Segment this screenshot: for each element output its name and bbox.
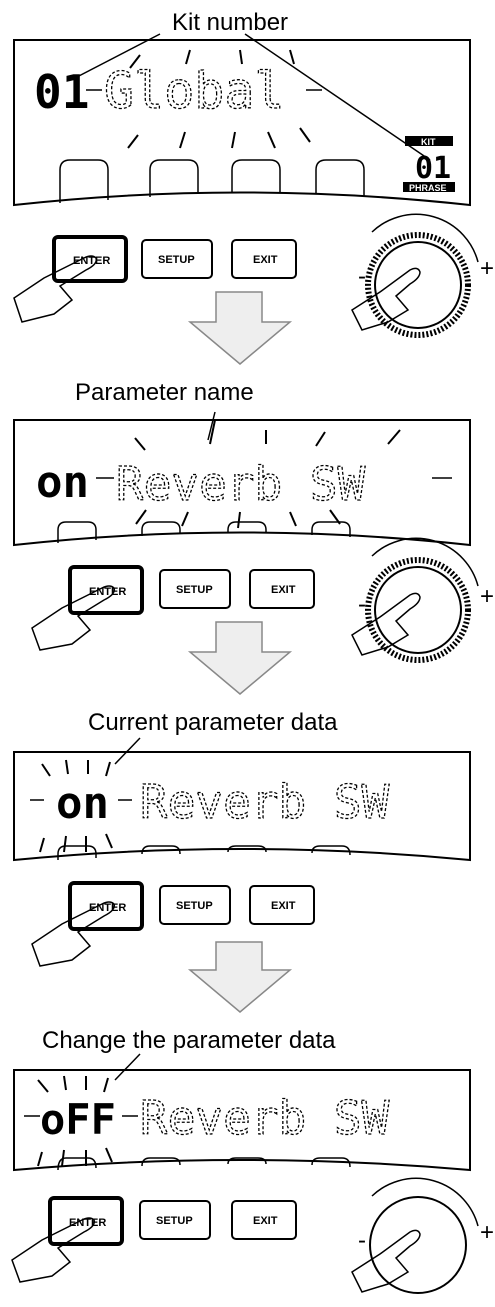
display-text-global: Global [104, 62, 285, 120]
enter-button-4[interactable] [48, 1196, 124, 1246]
display-text-reverb-sw-3: Reverb SW [140, 775, 390, 829]
display-value-off: oFF [40, 1095, 116, 1144]
down-arrow-icon-2 [187, 621, 293, 695]
lcd-display-3: on Reverb SW [13, 737, 471, 862]
down-arrow-icon-3 [187, 941, 293, 1013]
value-dial-icon[interactable] [351, 213, 479, 338]
hand-pointer-icon-2 [31, 585, 116, 651]
setup-button-label-4: SETUP [156, 1215, 193, 1227]
hand-pointer-icon [13, 255, 98, 323]
display-text-reverb-sw-4: Reverb SW [140, 1091, 390, 1145]
exit-button[interactable] [231, 239, 297, 279]
exit-button-label: EXIT [253, 254, 278, 266]
lcd-display-2: on Reverb SW [13, 411, 471, 547]
exit-button-4[interactable] [231, 1200, 297, 1240]
lcd-display-1: 01 Global KIT 01 PHRASE [13, 33, 471, 207]
setup-button-3[interactable] [159, 885, 231, 925]
hand-pointer-icon-4 [11, 1217, 96, 1283]
exit-button-label-2: EXIT [271, 584, 296, 596]
lcd-display-4: oFF Reverb SW [13, 1053, 471, 1172]
display-text-reverb-sw-2: Reverb SW [116, 457, 366, 511]
exit-button-label-4: EXIT [253, 1215, 278, 1227]
display-value-on-2: on [36, 457, 89, 508]
kit-indicator-value: 01 [415, 151, 451, 186]
setup-button-4[interactable] [139, 1200, 211, 1240]
dial-minus-label-4: - [358, 1227, 366, 1254]
hand-pointer-icon-3 [31, 901, 116, 967]
display-kit-number: 01 [34, 65, 89, 119]
dial-plus-label-4: + [480, 1219, 494, 1246]
setup-button-label: SETUP [158, 254, 195, 266]
setup-button-label-3: SETUP [176, 900, 213, 912]
dial-plus-label-2: + [480, 583, 494, 610]
callout-change-parameter-data: Change the parameter data [42, 1027, 336, 1054]
exit-button-3[interactable] [249, 885, 315, 925]
enter-button-label-4: ENTER [69, 1217, 106, 1229]
display-value-on-3: on [56, 778, 109, 829]
kit-label: KIT [421, 137, 436, 147]
dial-minus-label: - [358, 263, 366, 290]
down-arrow-icon [187, 291, 293, 365]
callout-parameter-name: Parameter name [75, 379, 254, 406]
phrase-label: PHRASE [409, 183, 447, 193]
enter-button[interactable] [52, 235, 128, 283]
dial-plus-label: + [480, 255, 494, 282]
enter-button-3[interactable] [68, 881, 144, 931]
callout-current-parameter-data: Current parameter data [88, 709, 338, 736]
exit-button-label-3: EXIT [271, 900, 296, 912]
dial-minus-label-2: - [358, 591, 366, 618]
value-dial-icon-4[interactable] [351, 1177, 479, 1294]
setup-button[interactable] [141, 239, 213, 279]
enter-button-2[interactable] [68, 565, 144, 615]
value-dial-icon-2[interactable] [351, 537, 479, 663]
exit-button-2[interactable] [249, 569, 315, 609]
callout-kit-number: Kit number [172, 9, 288, 36]
setup-button-2[interactable] [159, 569, 231, 609]
setup-button-label-2: SETUP [176, 584, 213, 596]
